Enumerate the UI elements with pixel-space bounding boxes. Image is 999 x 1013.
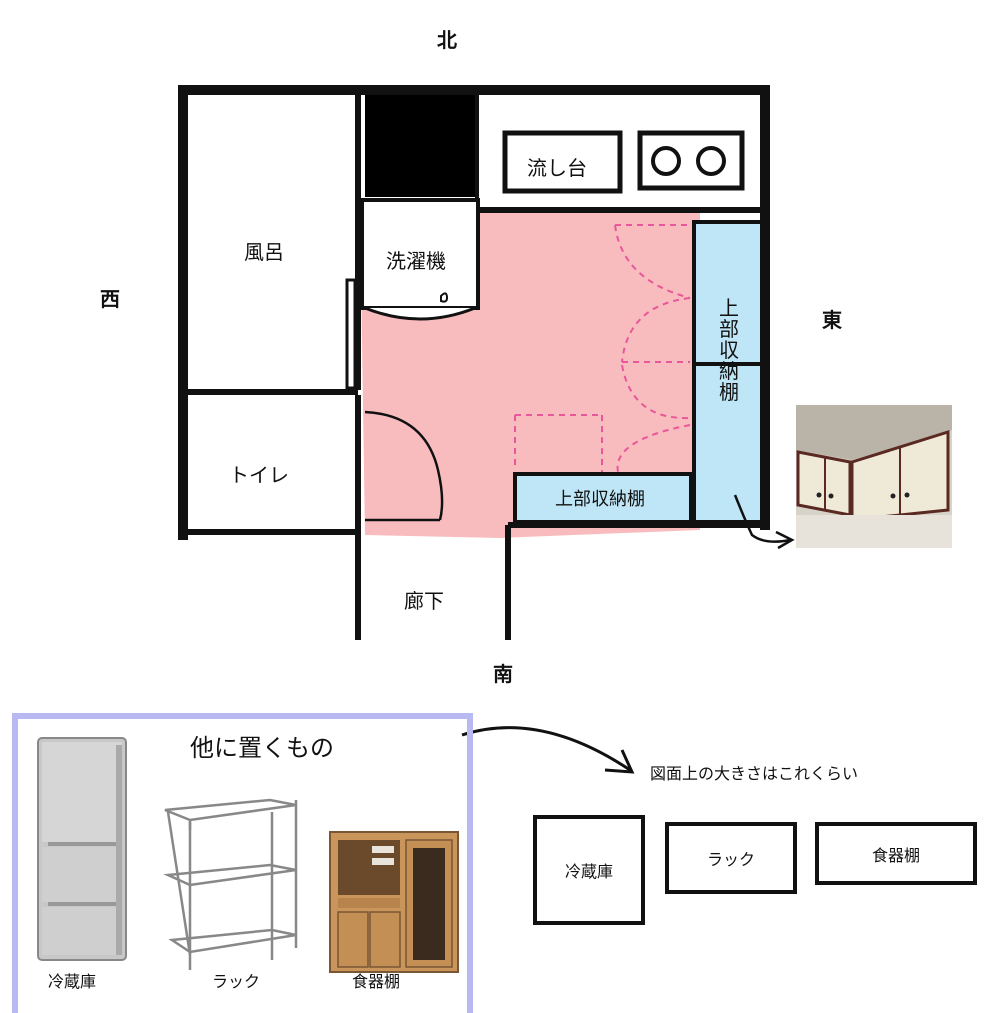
south-label: 南 (493, 662, 513, 686)
outer-walls (178, 85, 770, 540)
upper-shelf-vertical-bottom (692, 362, 764, 524)
east-label: 東 (822, 308, 842, 332)
items-panel (12, 713, 473, 1013)
cupboard-image (329, 831, 459, 973)
items-panel-title: 他に置くもの (190, 734, 334, 762)
cabinet-photo (796, 405, 952, 548)
washer-label: 洗濯機 (386, 249, 446, 273)
bath-label: 風呂 (244, 240, 284, 264)
item-rack-label: ラック (212, 972, 261, 991)
bath-door-frame (345, 278, 357, 390)
north-label: 北 (437, 28, 457, 52)
upper-shelf-horizontal-label: 上部収納棚 (555, 489, 645, 510)
rack-image (163, 798, 298, 970)
fridge-image (37, 737, 127, 961)
photo-arrow (733, 494, 791, 543)
scale-arrow (461, 726, 631, 772)
burner-icon (696, 146, 726, 176)
sink-label: 流し台 (527, 156, 587, 180)
scale-box-fridge: 冷蔵庫 (533, 815, 645, 925)
cabinet-door-swings (514, 224, 691, 473)
item-cupboard-label: 食器棚 (352, 972, 401, 991)
scale-box-cupboard-label: 食器棚 (871, 845, 920, 865)
upper-shelf-horizontal (513, 472, 693, 524)
item-fridge-label: 冷蔵庫 (48, 972, 97, 991)
toilet-label: トイレ (229, 463, 289, 487)
west-label: 西 (100, 287, 120, 311)
upper-shelf-vertical-top (692, 220, 764, 366)
toilet-door-swing (364, 410, 444, 521)
hallway-label: 廊下 (404, 589, 444, 613)
scale-box-cupboard: 食器棚 (815, 822, 977, 885)
scale-box-rack: ラック (665, 822, 797, 894)
scale-box-rack-label: ラック (706, 850, 755, 869)
black-block (365, 95, 477, 197)
burner-icon (651, 146, 681, 176)
sink-box (502, 130, 623, 194)
upper-shelf-vertical-label: 上部収納棚 (719, 296, 739, 404)
inner-walls (183, 92, 765, 640)
scale-box-fridge-label: 冷蔵庫 (564, 862, 613, 881)
scale-note: 図面上の大きさはこれくらい (650, 764, 859, 783)
